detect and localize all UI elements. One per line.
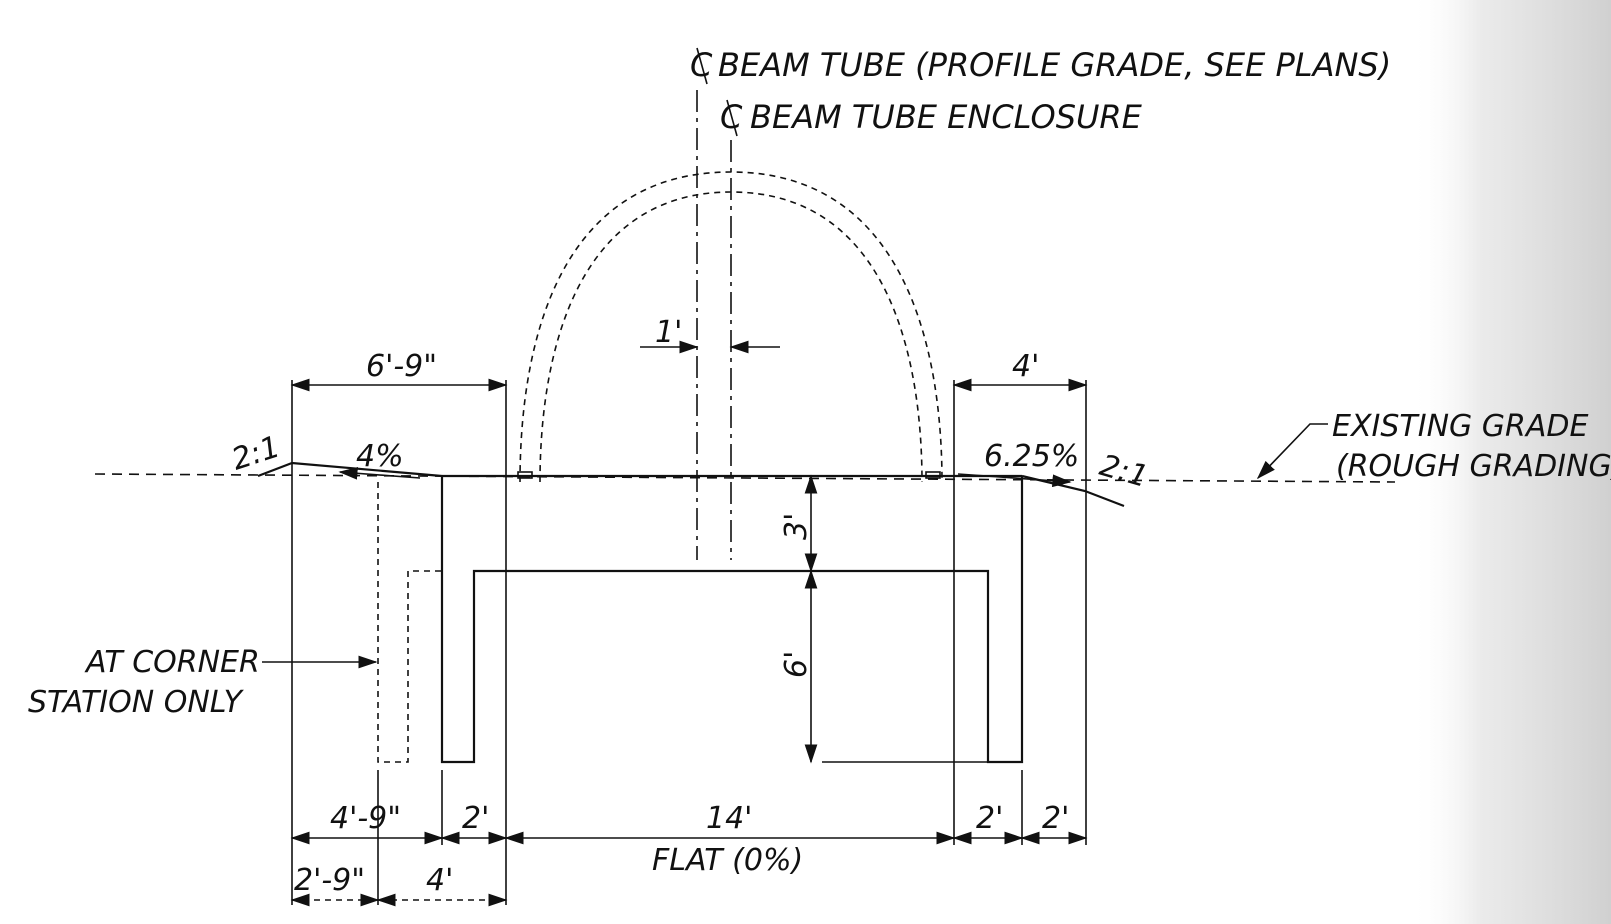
dim-3ft: 3': [779, 513, 814, 540]
arch-foot-left: [517, 471, 533, 479]
grade-arrow-left: [338, 466, 421, 480]
corner-station-footing: [377, 482, 442, 763]
dim-wall-left: 2': [462, 801, 489, 836]
grade-left: 4%: [356, 439, 404, 474]
dim-1ft: 1': [655, 315, 682, 350]
dim-bottom-right: 2': [1042, 801, 1069, 836]
dim-sub-right: 4': [426, 863, 453, 898]
existing-grade-label-2: (ROUGH GRADING): [1336, 449, 1611, 484]
dim-right-top: 4': [1012, 349, 1039, 384]
dim-6ft: 6': [779, 651, 814, 678]
enclosure-arch-outer: [519, 171, 943, 483]
dim-left-top: 6'-9": [366, 349, 437, 384]
box-structure: [440, 476, 1024, 764]
dim-span: 14': [706, 801, 752, 836]
corner-note-label-2: STATION ONLY: [28, 685, 245, 720]
existing-grade-label-1: EXISTING GRADE: [1332, 409, 1589, 444]
centerline-symbol-2: C: [720, 98, 743, 137]
existing-grade-line: [94, 473, 1396, 483]
grade-right: 6.25%: [984, 439, 1079, 474]
dim-sub-left: 2'-9": [294, 863, 365, 898]
dim-flat: FLAT (0%): [652, 843, 803, 878]
dim-wall-right: 2': [976, 801, 1003, 836]
arch-foot-right: [925, 471, 941, 479]
centerline-symbol-1: C: [690, 46, 713, 85]
scan-edge-shadow: [1410, 0, 1611, 924]
enclosure-arch-inner: [539, 191, 923, 483]
slope-left: 2:1: [228, 429, 285, 477]
grade-arrow-right: [957, 473, 1072, 488]
left-grade-profile: [257, 461, 443, 478]
dim-bottom-left: 4'-9": [330, 801, 401, 836]
existing-grade-leader: [1256, 423, 1328, 480]
slope-right: 2:1: [1096, 448, 1152, 495]
right-grade-profile: [1021, 474, 1125, 508]
enclosure-label: BEAM TUBE ENCLOSURE: [750, 98, 1143, 136]
corner-note-label-1: AT CORNER: [84, 645, 260, 680]
beam-tube-label: BEAM TUBE (PROFILE GRADE, SEE PLANS): [718, 46, 1391, 84]
